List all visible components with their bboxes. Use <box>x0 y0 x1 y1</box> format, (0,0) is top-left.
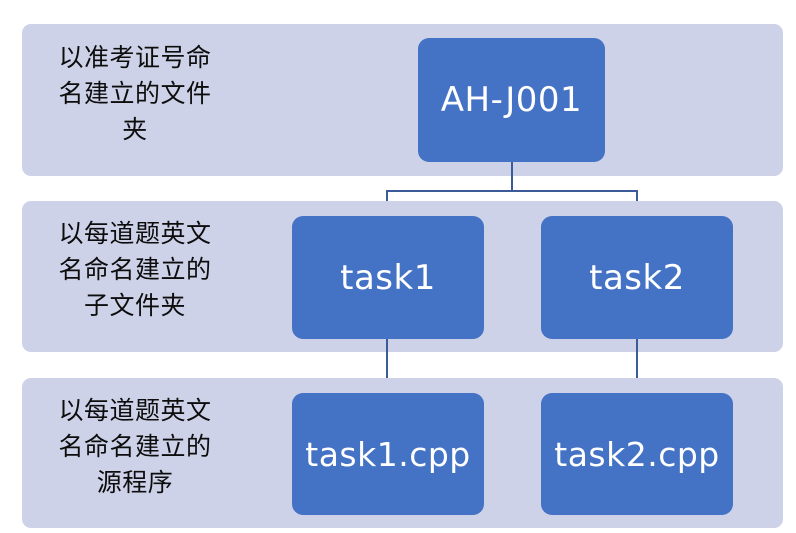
row-label-subfolder: 以每道题英文 名命名建立的 子文件夹 <box>58 219 212 320</box>
bottom-caption <box>18 528 438 533</box>
row-label-folder: 以准考证号命 名建立的文件 夹 <box>58 43 212 144</box>
connector-task1-to-source <box>386 339 388 394</box>
row-panel-folder <box>22 24 783 176</box>
connector-task2-to-source <box>636 339 638 394</box>
connector-root-stem <box>511 162 513 191</box>
node-task2-cpp[interactable]: task2.cpp <box>541 393 733 515</box>
node-task2-cpp-label: task2.cpp <box>554 434 720 474</box>
row-label-source: 以每道题英文 名命名建立的 源程序 <box>58 396 212 497</box>
connector-branch-bar <box>386 190 637 192</box>
node-ah-j001-label: AH-J001 <box>440 80 583 120</box>
node-task1-label: task1 <box>340 257 436 298</box>
node-task1[interactable]: task1 <box>292 216 484 339</box>
node-task1-cpp[interactable]: task1.cpp <box>292 393 484 515</box>
node-task2-label: task2 <box>589 257 685 298</box>
node-task1-cpp-label: task1.cpp <box>305 434 471 474</box>
node-task2[interactable]: task2 <box>541 216 733 339</box>
node-ah-j001[interactable]: AH-J001 <box>418 38 605 162</box>
